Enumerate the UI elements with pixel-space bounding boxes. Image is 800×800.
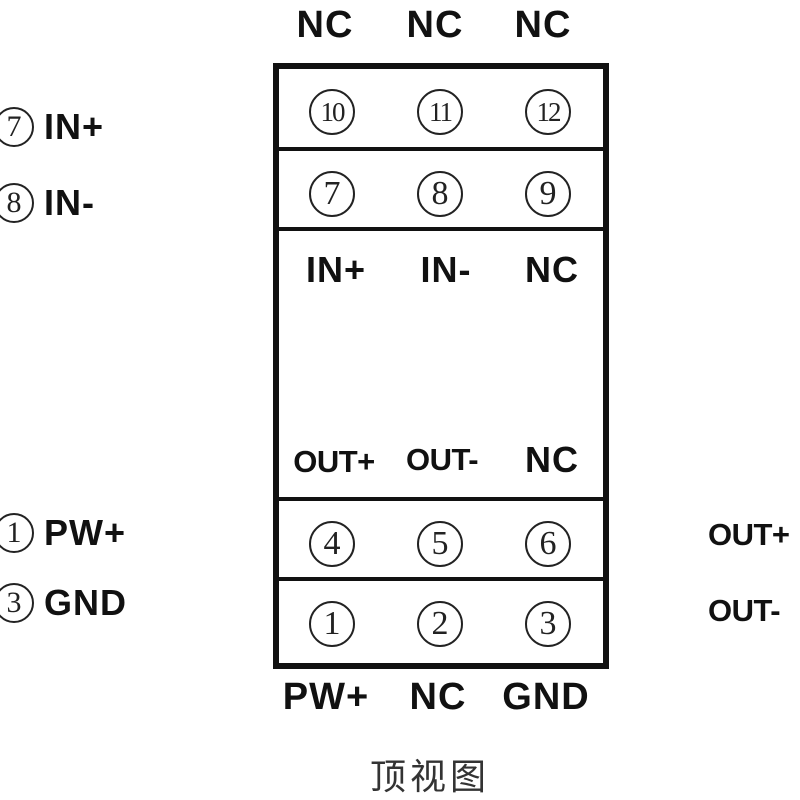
top-label-nc-3: NC bbox=[514, 4, 572, 46]
right-label-out-plus: OUT+ bbox=[708, 517, 790, 552]
left-text-pw-plus: PW+ bbox=[44, 512, 127, 553]
left-label-pw-plus: 1 PW+ bbox=[0, 512, 126, 554]
pin-5: 5 bbox=[417, 521, 463, 567]
pin-2: 2 bbox=[417, 601, 463, 647]
divider-row-1 bbox=[279, 147, 603, 151]
left-text-gnd: GND bbox=[44, 582, 127, 623]
inner-label-in-plus: IN+ bbox=[305, 249, 367, 290]
inner-label-nc-lower: NC bbox=[525, 439, 579, 480]
left-text-in-minus: IN- bbox=[44, 182, 95, 223]
inner-label-out-plus: OUT+ bbox=[293, 444, 375, 479]
left-pin-7: 7 bbox=[0, 107, 34, 147]
divider-row-3 bbox=[279, 497, 603, 501]
pin-1: 1 bbox=[309, 601, 355, 647]
left-label-gnd: 3 GND bbox=[0, 582, 127, 624]
top-label-nc-2: NC bbox=[406, 4, 464, 46]
pin-12: 12 bbox=[525, 89, 571, 135]
pin-11: 11 bbox=[417, 89, 463, 135]
top-label-nc-1: NC bbox=[296, 4, 354, 46]
pin-8: 8 bbox=[417, 171, 463, 217]
divider-row-2 bbox=[279, 227, 603, 231]
left-pin-3: 3 bbox=[0, 583, 34, 623]
pin-9: 9 bbox=[525, 171, 571, 217]
bottom-label-nc: NC bbox=[409, 676, 467, 718]
pin-4: 4 bbox=[309, 521, 355, 567]
inner-label-nc-upper: NC bbox=[525, 249, 579, 290]
pin-7: 7 bbox=[309, 171, 355, 217]
pin-3: 3 bbox=[525, 601, 571, 647]
pin-10: 10 bbox=[309, 89, 355, 135]
diagram-caption: 顶视图 bbox=[369, 757, 490, 798]
left-text-in-plus: IN+ bbox=[44, 106, 105, 147]
bottom-label-pw-plus: PW+ bbox=[282, 676, 370, 718]
inner-label-out-minus: OUT- bbox=[405, 442, 479, 477]
bottom-label-gnd: GND bbox=[502, 676, 590, 718]
left-pin-1: 1 bbox=[0, 513, 34, 553]
right-label-out-minus: OUT- bbox=[708, 593, 781, 628]
divider-row-4 bbox=[279, 577, 603, 581]
inner-label-in-minus: IN- bbox=[420, 249, 472, 290]
left-label-in-plus: 7 IN+ bbox=[0, 106, 104, 148]
left-label-in-minus: 8 IN- bbox=[0, 182, 95, 224]
left-pin-8: 8 bbox=[0, 183, 34, 223]
pin-6: 6 bbox=[525, 521, 571, 567]
terminal-module: 10 11 12 7 8 9 IN+ IN- NC OUT+ OUT- NC 4… bbox=[273, 63, 609, 669]
